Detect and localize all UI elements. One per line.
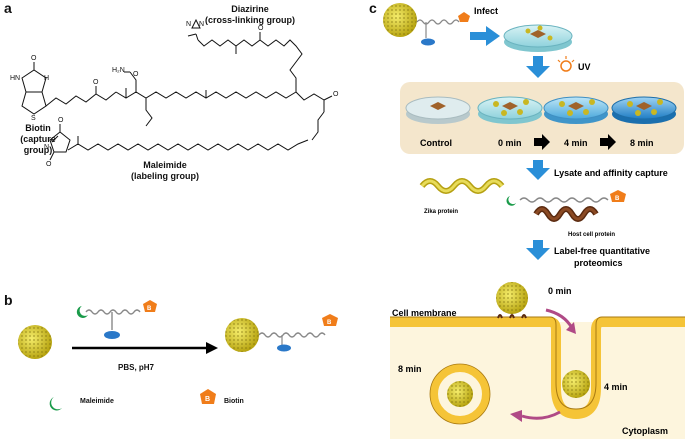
panel-label-c: c	[369, 0, 377, 16]
biotin-name: Biotin	[25, 123, 51, 133]
atom-n-diazirine-2: N	[199, 21, 204, 28]
probe-molecule: B	[76, 300, 157, 339]
reaction-scheme: B B B	[18, 300, 338, 411]
svg-text:B: B	[147, 306, 152, 312]
atom-s: S	[31, 115, 36, 122]
atom-o-maleimide-2: O	[46, 161, 52, 168]
condition-control: Control	[420, 138, 452, 148]
legend-biotin-icon	[200, 389, 216, 404]
biotin-urea-ring	[21, 69, 47, 93]
reaction-conditions: PBS, pH7	[118, 363, 155, 372]
atom-o-1: O	[93, 79, 99, 86]
biotin-label: Biotin (capture group)	[8, 123, 68, 156]
atom-o-maleimide: O	[58, 117, 64, 124]
maleimide-ring	[49, 131, 71, 153]
infect-arrow	[470, 26, 500, 46]
right-down	[311, 111, 325, 141]
lysate-label: Lysate and affinity capture	[554, 168, 668, 178]
panel-label-a: a	[4, 0, 12, 16]
dish-tray	[400, 82, 684, 154]
motion-arrow-2	[521, 410, 561, 420]
svg-text:B: B	[327, 320, 332, 326]
chemical-structure: HN O H S O H₂N O O N O N N O O	[10, 18, 339, 168]
legend-maleimide-label: Maleimide	[80, 398, 114, 405]
biotin-chain	[45, 91, 117, 107]
proteomics-label-1: Label-free quantitative	[554, 246, 650, 256]
proteomics-label-2: proteomics	[574, 258, 623, 268]
lysate-arrow	[526, 160, 550, 180]
endosome-8min	[429, 363, 491, 425]
virus-probe-top	[383, 3, 470, 46]
legend-maleimide-icon	[49, 397, 62, 411]
svg-text:B: B	[615, 196, 620, 202]
time-4min-label: 4 min	[604, 382, 628, 392]
atom-h2n: H₂N	[112, 67, 125, 74]
dish-0min	[477, 96, 543, 124]
zika-protein-label: Zika protein	[424, 209, 458, 215]
workflow-diagram: Infect UV	[383, 3, 685, 439]
dish-8min	[611, 96, 677, 124]
svg-text:B: B	[205, 396, 210, 403]
dish-control	[405, 96, 471, 124]
diazirine-icon	[104, 331, 120, 339]
maleimide-icon	[76, 306, 88, 318]
virus-surface-0min	[496, 282, 528, 319]
atom-o-4: O	[333, 91, 339, 98]
virus-particle-left	[18, 325, 52, 359]
cell-membrane-label: Cell membrane	[392, 308, 457, 318]
diazirine-role: (cross-linking group)	[205, 15, 295, 25]
atom-h: H	[44, 75, 49, 82]
host-protein-label: Host cell protein	[568, 232, 615, 238]
virus-particle-labeled: B	[225, 314, 338, 352]
time-arrow-2	[600, 134, 616, 150]
atom-o-urea: O	[31, 55, 37, 62]
amide-up	[129, 71, 137, 92]
maleimide-role: (labeling group)	[131, 171, 199, 181]
maleimide-chain	[67, 139, 309, 151]
host-protein-helix	[533, 206, 599, 222]
biotin-icon	[143, 300, 157, 312]
condition-0min: 0 min	[498, 138, 522, 148]
infect-label: Infect	[474, 6, 498, 16]
uv-arrow	[526, 56, 550, 78]
right-branch	[295, 91, 325, 112]
condition-4min: 4 min	[564, 138, 588, 148]
time-arrow-1	[534, 134, 550, 150]
time-8min-label: 8 min	[398, 364, 422, 374]
carboxyl-branch	[145, 98, 153, 127]
atom-o-2: O	[133, 71, 139, 78]
diazirine-chain	[197, 39, 303, 92]
diazirine-ring	[191, 18, 201, 29]
biotin-thiophane-ring	[21, 91, 47, 115]
panel-label-b: b	[4, 292, 13, 308]
diazirine-label: Diazirine (cross-linking group)	[190, 4, 310, 26]
infected-dish	[503, 24, 573, 52]
zika-protein-helix: B	[419, 178, 626, 206]
uv-bulb-icon	[557, 56, 575, 72]
maleimide-name: Maleimide	[143, 160, 187, 170]
maleimide-label: Maleimide (labeling group)	[120, 160, 210, 182]
cell-membrane	[390, 317, 685, 420]
diazirine-name: Diazirine	[231, 4, 269, 14]
atom-o-3: O	[258, 25, 264, 32]
biotin-role: (capture group)	[20, 134, 56, 155]
atom-hn: HN	[10, 75, 20, 82]
proteomics-arrow	[526, 240, 550, 260]
dish-4min	[543, 96, 609, 124]
cytoplasm-label: Cytoplasm	[622, 426, 668, 436]
time-0min-label: 0 min	[548, 286, 572, 296]
legend-biotin-label: Biotin	[224, 398, 244, 405]
uv-label: UV	[578, 62, 591, 72]
condition-8min: 8 min	[630, 138, 654, 148]
atom-n-diazirine: N	[186, 21, 191, 28]
atom-n-maleimide: N	[44, 144, 49, 151]
virus-pit-4min	[562, 370, 590, 398]
